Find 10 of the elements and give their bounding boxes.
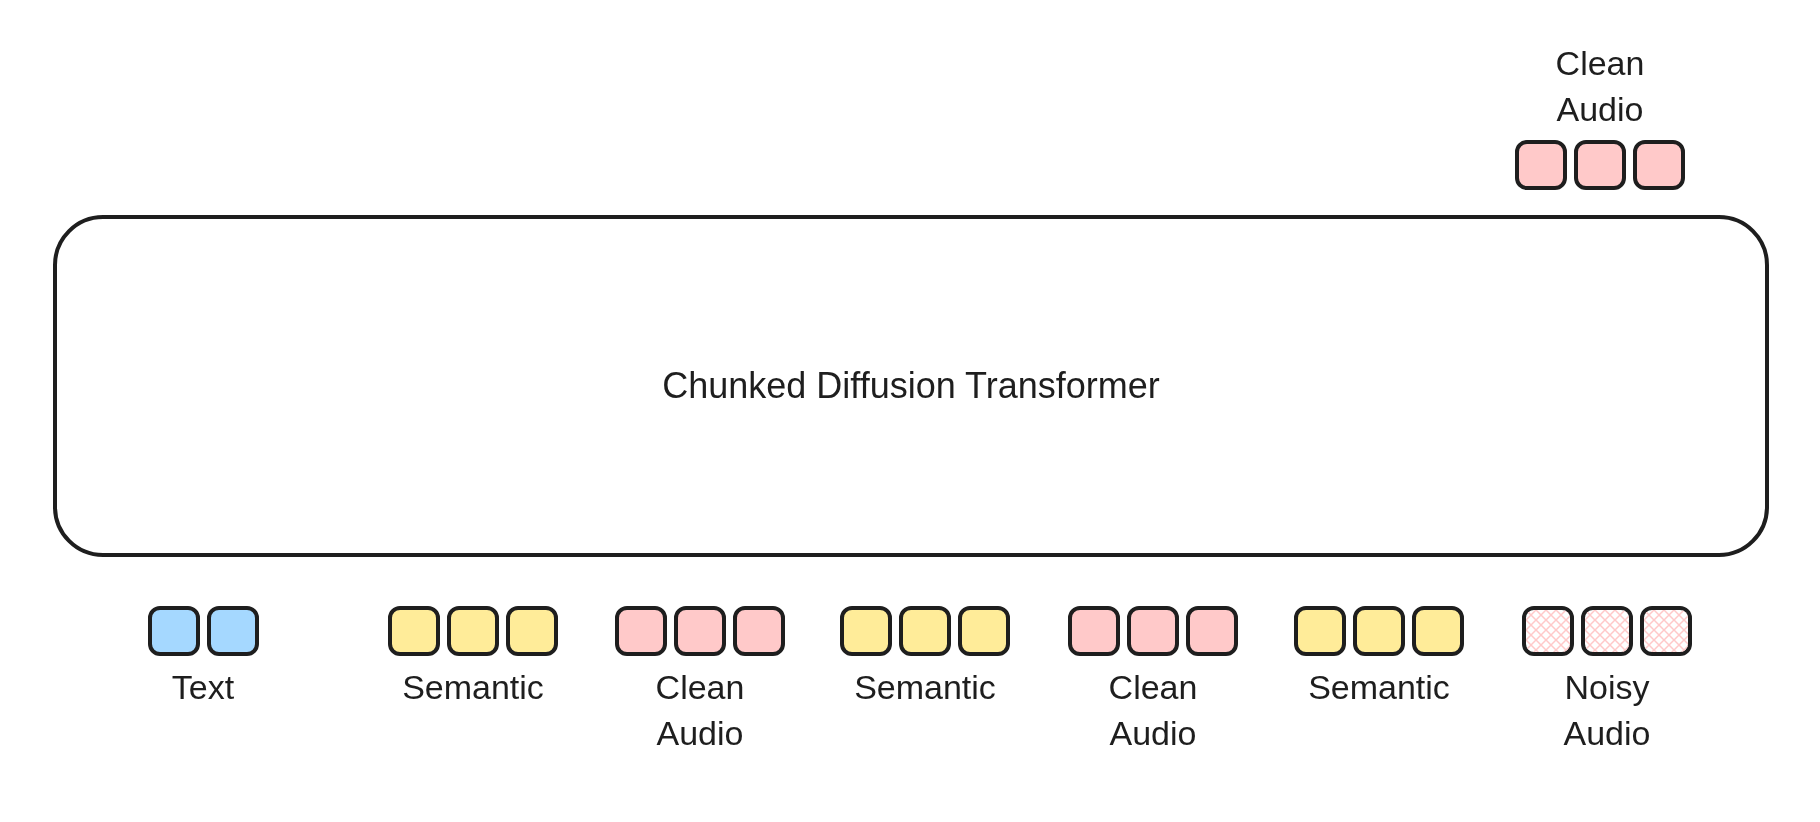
token-label: Clean Audio bbox=[654, 667, 746, 754]
transformer-box bbox=[53, 215, 1769, 557]
token-label: Semantic bbox=[853, 667, 997, 708]
token-label: Clean Audio bbox=[1107, 667, 1199, 754]
token-label: Clean Audio bbox=[1554, 43, 1646, 130]
box-title: Chunked Diffusion Transformer bbox=[662, 364, 1160, 408]
token-label: Semantic bbox=[1307, 667, 1451, 708]
token-label: Semantic bbox=[401, 667, 545, 708]
token-label: Noisy Audio bbox=[1562, 667, 1652, 754]
token-label: Text bbox=[170, 667, 236, 708]
